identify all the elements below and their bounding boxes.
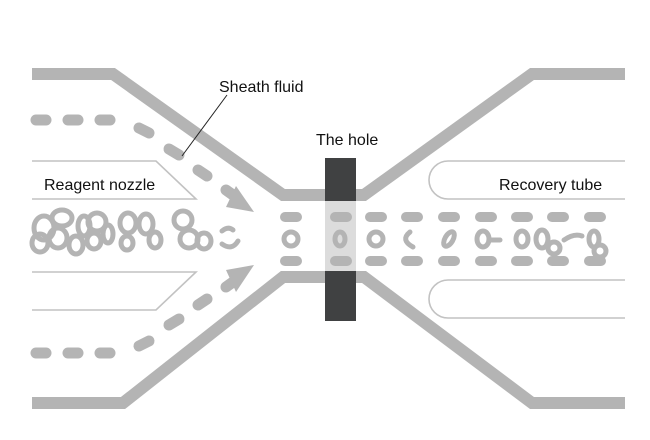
label-recovery-tube: Recovery tube <box>499 177 602 194</box>
sheath-arrow-upper <box>226 186 254 212</box>
hole-block-lower <box>325 271 356 321</box>
tube-upper-outline <box>428 160 625 200</box>
label-the-hole: The hole <box>316 132 378 149</box>
hole-block-upper <box>325 158 356 201</box>
tube-lower-outline <box>428 279 625 319</box>
nozzle-upper-outline <box>32 160 199 200</box>
center-sheath-dashes <box>280 212 606 266</box>
reagent-nozzle <box>32 160 199 311</box>
nozzle-lower-outline <box>32 271 199 311</box>
recovery-tube <box>428 160 625 319</box>
cell-fragment-2 <box>219 225 236 234</box>
label-reagent-nozzle: Reagent nozzle <box>44 177 155 194</box>
sheath-flow-lower <box>30 276 239 359</box>
channel-walls <box>32 68 625 409</box>
sheath-flow-upper <box>30 114 239 201</box>
cells-clumped <box>29 207 214 257</box>
label-sheath-fluid: Sheath fluid <box>219 79 304 96</box>
sheath-fluid-leader-line <box>181 94 228 157</box>
cells-single-file <box>281 227 609 260</box>
upper-channel-wall <box>32 68 625 201</box>
cell-fragment-1 <box>219 238 241 250</box>
sheath-arrow-lower <box>226 265 254 292</box>
lower-channel-wall <box>32 271 625 409</box>
